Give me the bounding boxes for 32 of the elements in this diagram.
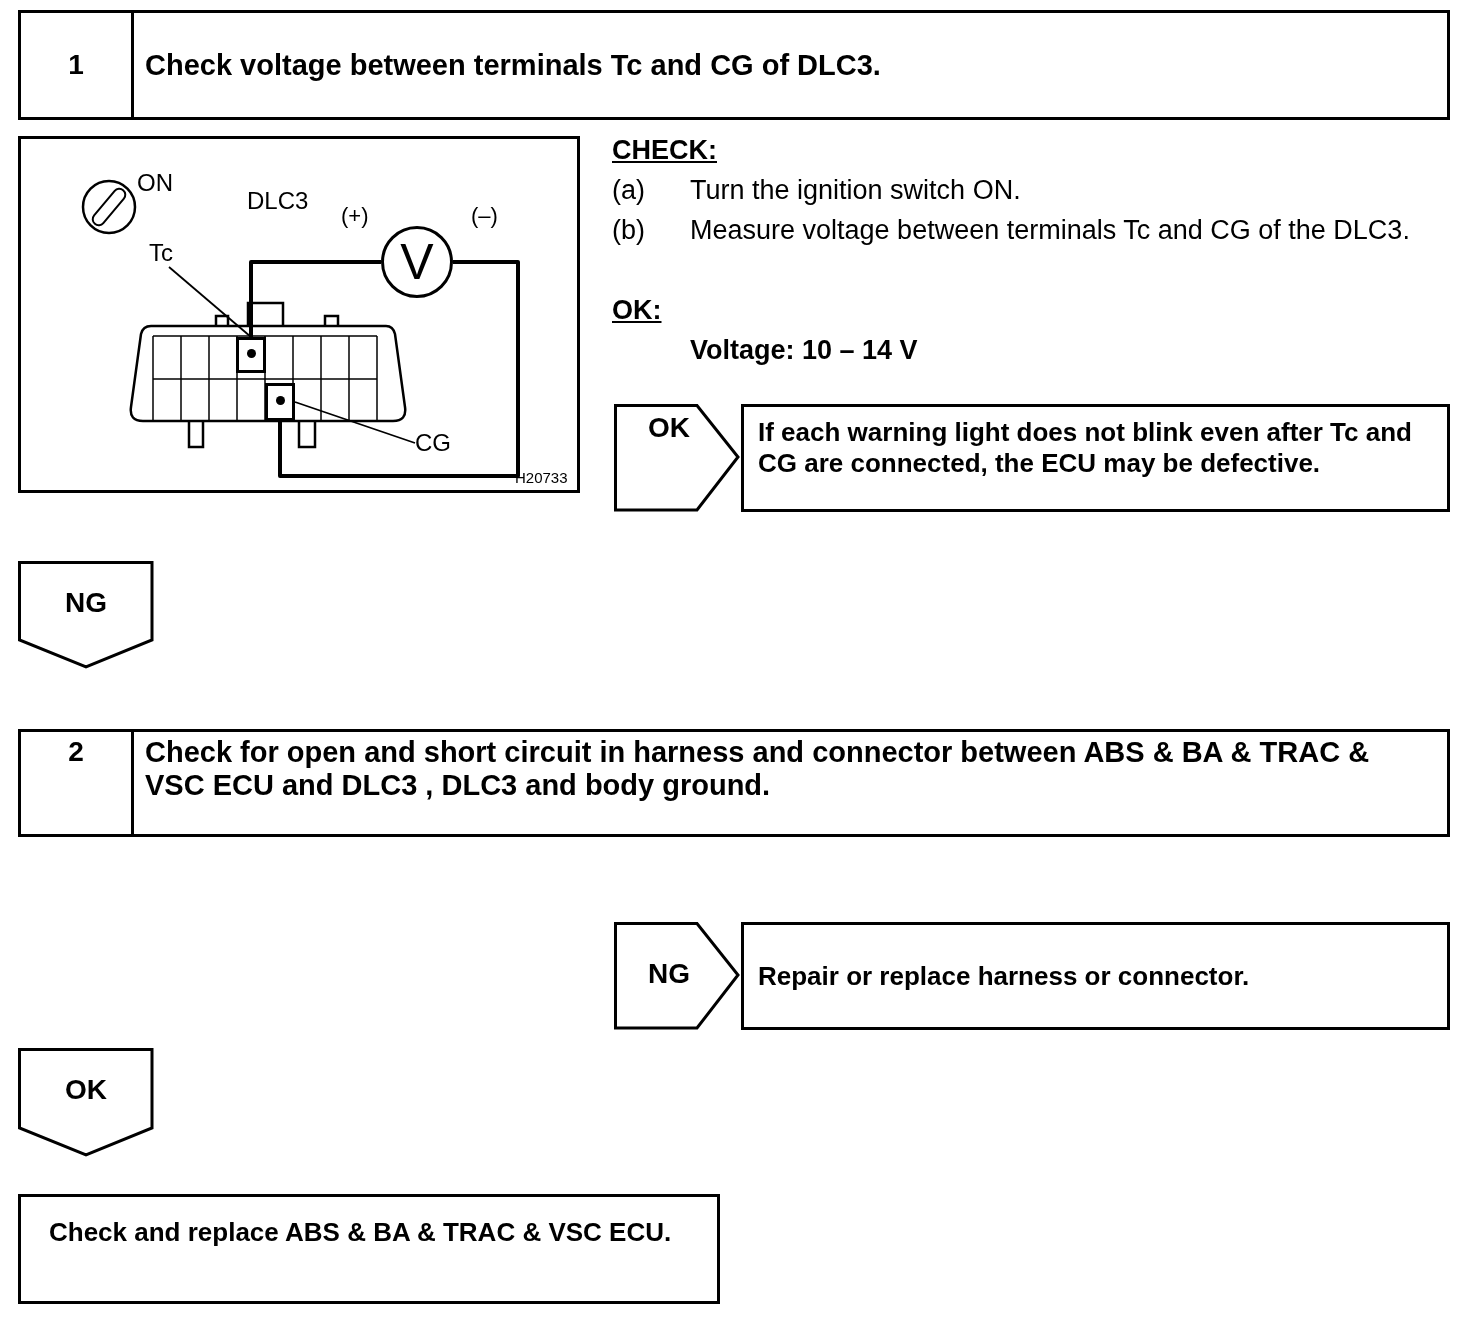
terminal-label: CG [415, 429, 451, 457]
list-marker: (a) [612, 174, 645, 207]
terminal-label: Tc [149, 239, 173, 267]
step-box [18, 10, 1450, 120]
heading: CHECK: [612, 134, 717, 167]
step-number: 2 [67, 736, 85, 768]
heading: OK: [612, 294, 662, 327]
chevron-tag: NG [18, 561, 154, 669]
illustration-panel [18, 136, 580, 493]
polarity-label: (+) [341, 203, 369, 229]
connector-label: DLC3 [247, 186, 309, 216]
voltmeter-symbol: V [381, 226, 453, 298]
step-box [18, 729, 1450, 837]
step-instruction: Check voltage between terminals Tc and CG of DLC3. [145, 49, 882, 82]
list-marker: (b) [612, 214, 645, 247]
step-number: 1 [67, 49, 85, 81]
chevron-tag: NG [614, 922, 740, 1030]
terminal-marker [236, 337, 266, 373]
leader-line [294, 401, 416, 444]
switch-position-label: ON [137, 168, 173, 198]
instruction-text: Turn the ignition switch ON. [690, 174, 1021, 207]
chevron-tag: OK [18, 1048, 154, 1157]
spec-value: Voltage: 10 – 14 V [690, 334, 918, 367]
wire [249, 260, 381, 337]
polarity-label: (–) [471, 203, 498, 229]
chevron-tag: OK [614, 404, 740, 512]
wire [278, 260, 520, 478]
result-box: Check and replace ABS & BA & TRAC & VSC ECU. [18, 1194, 720, 1304]
terminal-marker [265, 383, 295, 421]
instruction-text: Measure voltage between terminals Tc and CG of the DLC3. [690, 214, 1411, 247]
step-instruction: Check for open and short circuit in harness and connector between ABS & BA & TRAC & VSC ECU and DLC3 , DLC3 and body ground. [145, 736, 1371, 802]
leader-line [168, 266, 252, 338]
